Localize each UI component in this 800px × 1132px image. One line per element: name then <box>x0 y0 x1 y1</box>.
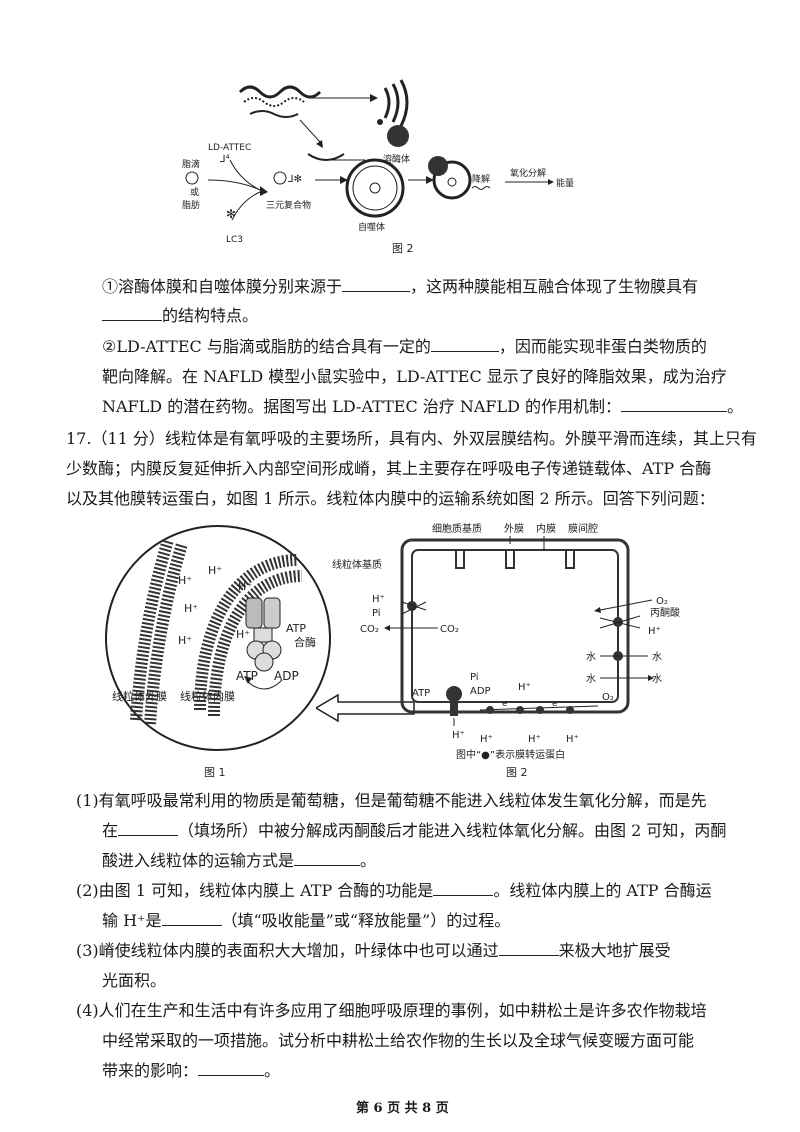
label-ld-attec: LD-ATTEC <box>208 143 251 153</box>
answer-blank[interactable] <box>198 1061 265 1076</box>
label-lc3: LC3 <box>226 235 243 245</box>
label-energy: 能量 <box>556 177 574 189</box>
answer-blank[interactable] <box>433 881 494 896</box>
svg-text:Pi: Pi <box>372 608 381 619</box>
q16-line2: 的结构特点。 <box>102 305 258 327</box>
svg-text:H⁺: H⁺ <box>372 594 385 605</box>
svg-text:H⁺: H⁺ <box>238 580 252 593</box>
svg-text:线粒体内膜: 线粒体内膜 <box>180 689 235 703</box>
svg-text:⅃⁴: ⅃⁴ <box>220 154 230 165</box>
label-degrade: 降解 <box>472 173 490 185</box>
svg-text:线粒体外膜: 线粒体外膜 <box>112 689 167 703</box>
svg-text:线粒体基质: 线粒体基质 <box>332 558 382 571</box>
q17-p3-line2: 光面积。 <box>102 971 167 990</box>
svg-text:水: 水 <box>586 651 596 663</box>
svg-text:H⁺: H⁺ <box>518 682 531 693</box>
answer-blank[interactable] <box>342 277 411 292</box>
q16-line1: ①溶酶体膜和自噬体膜分别来源于，这两种膜能相互融合体现了生物膜具有 <box>102 277 699 296</box>
svg-text:丙酮酸: 丙酮酸 <box>650 606 680 619</box>
svg-text:H⁺: H⁺ <box>178 634 192 647</box>
svg-text:O₂: O₂ <box>656 596 668 607</box>
svg-text:✻: ✻ <box>226 207 236 221</box>
answer-blank[interactable] <box>294 851 361 866</box>
svg-text:水: 水 <box>586 673 596 685</box>
svg-text:e: e <box>552 699 558 709</box>
svg-text:ADP: ADP <box>470 686 491 697</box>
label-fat: 脂肪 <box>182 199 200 211</box>
svg-text:ATP: ATP <box>412 688 430 699</box>
q17-intro-1: 17.（11 分）线粒体是有氧呼吸的主要场所，具有内、外双层膜结构。外膜平滑而连… <box>66 429 757 448</box>
label-oxidize: 氧化分解 <box>510 167 546 179</box>
label-lysosome: 溶酶体 <box>383 153 410 165</box>
svg-text:H⁺: H⁺ <box>566 734 579 745</box>
svg-text:膜间腔: 膜间腔 <box>568 522 598 535</box>
svg-text:H⁺: H⁺ <box>184 602 198 615</box>
figure-transport: 细胞质基质 外膜 内膜 膜间腔 线粒体基质 H⁺ Pi CO₂ CO₂ O₂ 丙… <box>332 522 680 779</box>
answer-blank[interactable] <box>498 941 559 956</box>
label-ternary: 三元复合物 <box>266 199 311 211</box>
svg-text:水: 水 <box>652 673 662 685</box>
answer-blank[interactable] <box>161 911 222 926</box>
answer-blank[interactable] <box>621 397 728 412</box>
svg-text:ATP: ATP <box>236 669 258 683</box>
q17-p2-line2: 输 H⁺是（填“吸收能量”或“释放能量”）的过程。 <box>102 911 511 930</box>
svg-text:图中“●”表示膜转运蛋白: 图中“●”表示膜转运蛋白 <box>456 748 565 761</box>
svg-text:CO₂: CO₂ <box>440 624 459 635</box>
svg-text:图 1: 图 1 <box>204 766 226 779</box>
svg-text:ADP: ADP <box>274 669 299 683</box>
svg-text:ATP: ATP <box>286 622 306 635</box>
svg-text:CO₂: CO₂ <box>360 624 379 635</box>
q16-line4: 靶向降解。在 NAFLD 模型小鼠实验中，LD-ATTEC 显示了良好的降脂效果… <box>102 367 727 386</box>
svg-text:H⁺: H⁺ <box>480 734 493 745</box>
svg-text:⅃✻: ⅃✻ <box>288 174 302 185</box>
q17-intro-2: 少数酶；内膜反复延伸折入内部空间形成嵴，其上主要存在呼吸电子传递链载体、ATP … <box>66 459 712 478</box>
figure-caption: 图 2 <box>392 242 414 255</box>
q17-p4-line3: 带来的影响：。 <box>102 1061 281 1080</box>
svg-text:内膜: 内膜 <box>536 522 556 535</box>
answer-blank[interactable] <box>430 337 499 352</box>
svg-text:H⁺: H⁺ <box>208 564 222 577</box>
svg-text:H⁺: H⁺ <box>236 628 250 641</box>
svg-text:H⁺: H⁺ <box>452 730 465 741</box>
svg-text:图 2: 图 2 <box>506 766 528 779</box>
q17-p4-line2: 中经常采取的一项措施。试分析中耕松土给农作物的生长以及全球气候变暖方面可能 <box>102 1031 695 1050</box>
q17-intro-3: 以及其他膜转运蛋白，如图 1 所示。线粒体内膜中的运输系统如图 2 所示。回答下… <box>66 489 715 508</box>
svg-text:Pi: Pi <box>470 672 479 683</box>
q17-p1-line2: 在（填场所）中被分解成丙酮酸后才能进入线粒体氧化分解。由图 2 可知，丙酮 <box>102 821 727 840</box>
svg-text:外膜: 外膜 <box>504 523 524 535</box>
zoom-arrow <box>316 693 415 723</box>
svg-text:H⁺: H⁺ <box>178 574 192 587</box>
label-or: 或 <box>190 186 199 198</box>
figure-autophagy: 溶酶体 LD-ATTEC ⅃⁴ 脂滴 或 脂肪 ✻ LC3 ⅃✻ 三元复合物 自… <box>182 79 574 255</box>
q16-line3: ②LD-ATTEC 与脂滴或脂肪的结合具有一定的，因而能实现非蛋白类物质的 <box>102 337 707 356</box>
q17-p1-line1: (1)有氧呼吸最常利用的物质是葡萄糖，但是葡萄糖不能进入线粒体发生氧化分解，而是… <box>76 791 707 810</box>
figure-mito-membrane: H⁺ H⁺ H⁺ H⁺ H⁺ H⁺ ATP 合酶 ATP ADP 线粒体外膜 线… <box>105 525 331 779</box>
label-autophagosome: 自噬体 <box>358 221 385 233</box>
answer-blank[interactable] <box>102 306 162 321</box>
svg-text:e: e <box>502 699 508 709</box>
q17-p2-line1: (2)由图 1 可知，线粒体内膜上 ATP 合酶的功能是。线粒体内膜上的 ATP… <box>76 881 712 900</box>
page-footer: 第 6 页 共 8 页 <box>356 1101 449 1116</box>
svg-text:O₂: O₂ <box>602 692 614 703</box>
q16-line5: NAFLD 的潜在药物。据图写出 LD-ATTEC 治疗 NAFLD 的作用机制… <box>102 397 744 416</box>
q17-p3-line1: (3)嵴使线粒体内膜的表面积大大增加，叶绿体中也可以通过来极大地扩展受 <box>76 941 671 960</box>
svg-text:合酶: 合酶 <box>294 635 316 649</box>
q17-p4-line1: (4)人们在生产和生活中有许多应用了细胞呼吸原理的事例，如中耕松土是许多农作物栽… <box>76 1001 707 1020</box>
svg-text:细胞质基质: 细胞质基质 <box>432 522 482 535</box>
svg-text:H⁺: H⁺ <box>528 734 541 745</box>
svg-text:H⁺: H⁺ <box>648 626 661 637</box>
q17-p1-line3: 酸进入线粒体的运输方式是。 <box>102 851 377 870</box>
label-lipid-droplet: 脂滴 <box>182 158 200 170</box>
answer-blank[interactable] <box>118 821 179 836</box>
svg-text:水: 水 <box>652 651 662 663</box>
